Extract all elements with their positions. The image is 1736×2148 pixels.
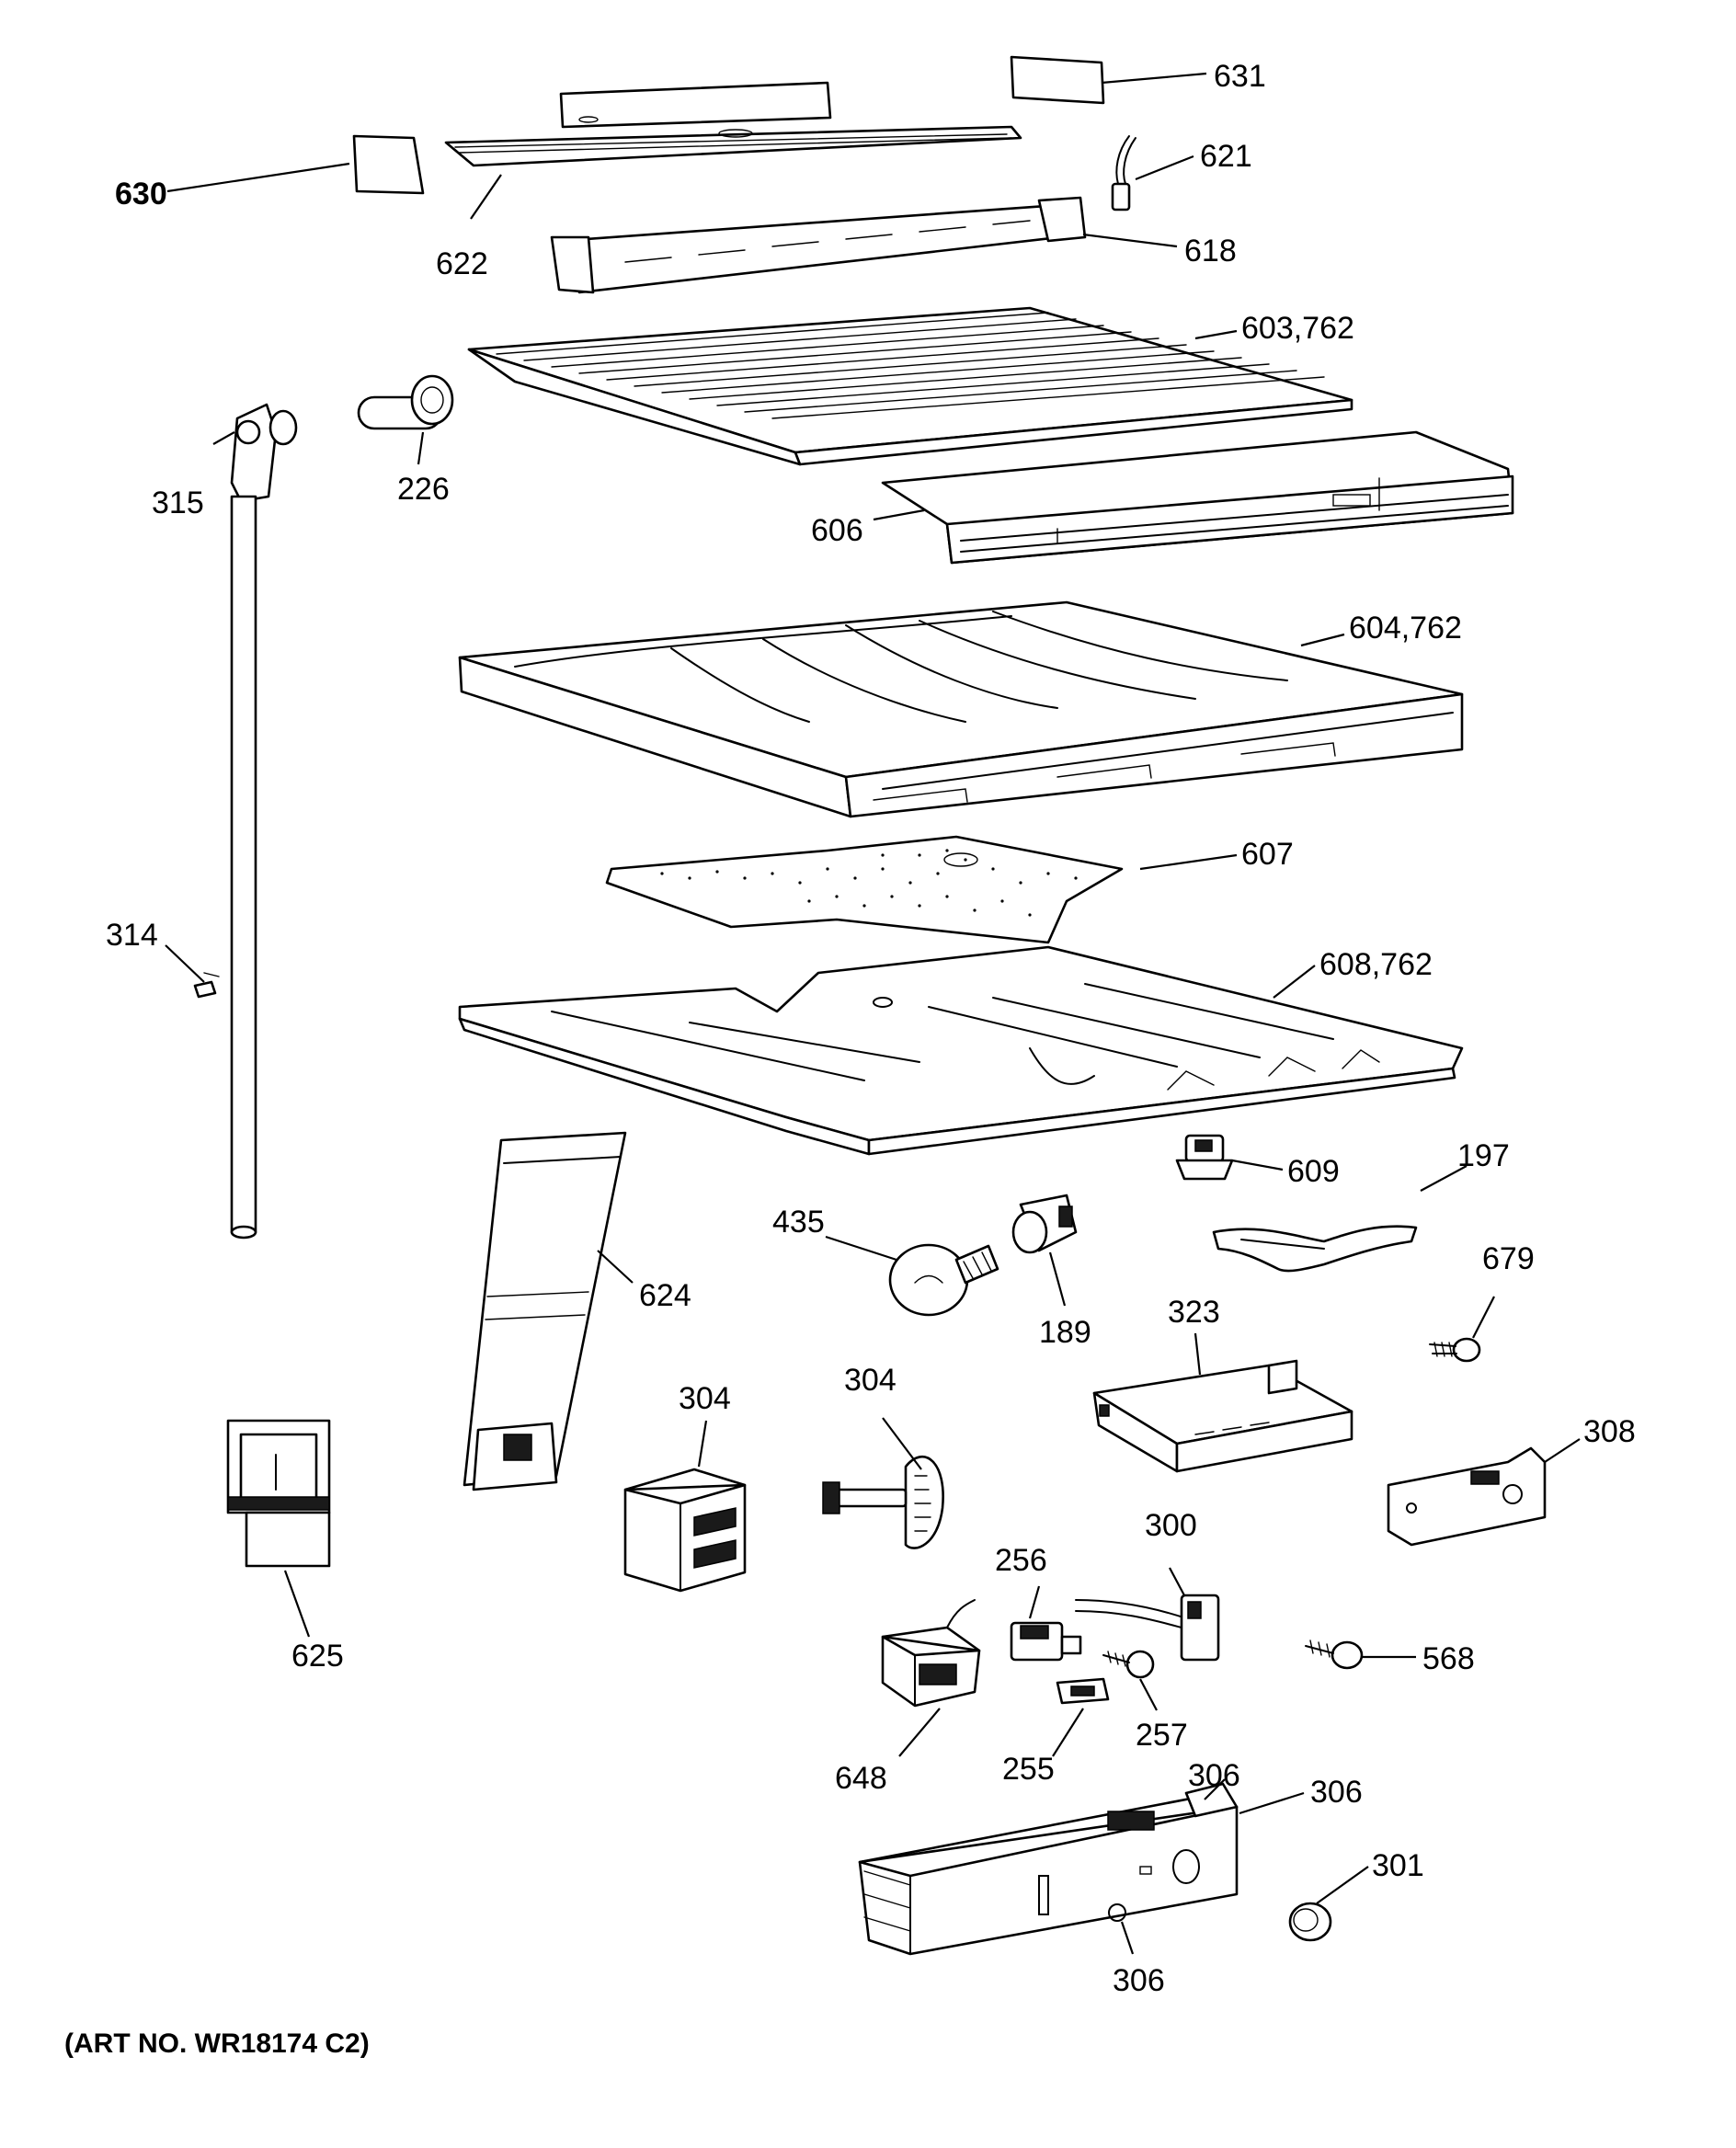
label-631: 631 bbox=[1214, 59, 1266, 94]
label-622: 622 bbox=[436, 246, 488, 281]
part-189-socket bbox=[1011, 1194, 1078, 1254]
part-618-rail bbox=[550, 196, 1087, 294]
part-323-bracket bbox=[1092, 1359, 1353, 1473]
label-607: 607 bbox=[1241, 837, 1294, 872]
label-306-bottom: 306 bbox=[1113, 1963, 1165, 1998]
part-labels: 631 621 630 622 618 603,762 315 226 606 … bbox=[64, 59, 1636, 2059]
part-435-bulb bbox=[888, 1243, 999, 1317]
label-306-top: 306 bbox=[1188, 1758, 1240, 1793]
label-648: 648 bbox=[835, 1761, 887, 1796]
part-630-bracket bbox=[352, 134, 425, 195]
label-679: 679 bbox=[1482, 1241, 1535, 1276]
label-314: 314 bbox=[106, 918, 158, 953]
part-301-knob bbox=[1288, 1902, 1332, 1942]
part-621-wire bbox=[1111, 135, 1136, 211]
part-300-relay bbox=[1075, 1594, 1220, 1662]
label-630: 630 bbox=[115, 177, 167, 211]
label-304-left: 304 bbox=[679, 1381, 731, 1416]
label-306-right: 306 bbox=[1310, 1775, 1363, 1810]
label-256: 256 bbox=[995, 1543, 1047, 1578]
part-256-switch bbox=[1010, 1621, 1082, 1662]
part-308-bracket bbox=[1387, 1446, 1547, 1547]
label-304-right: 304 bbox=[844, 1363, 897, 1398]
part-625-housing bbox=[226, 1419, 331, 1568]
label-568: 568 bbox=[1422, 1641, 1475, 1676]
part-606-drawer bbox=[881, 430, 1514, 565]
part-304-thermostat bbox=[822, 1455, 944, 1549]
label-315: 315 bbox=[152, 486, 204, 520]
label-604-762: 604,762 bbox=[1349, 611, 1462, 646]
part-648-timer bbox=[881, 1599, 981, 1708]
part-306-housing bbox=[858, 1782, 1239, 1956]
label-323: 323 bbox=[1168, 1295, 1220, 1330]
label-308: 308 bbox=[1583, 1414, 1636, 1449]
part-608-pan bbox=[458, 945, 1464, 1156]
part-226-pin bbox=[357, 374, 454, 430]
label-621: 621 bbox=[1200, 139, 1252, 174]
label-301: 301 bbox=[1372, 1848, 1424, 1883]
label-300: 300 bbox=[1145, 1508, 1197, 1543]
art-number: (ART NO. WR18174 C2) bbox=[64, 2028, 370, 2059]
part-604-shelf bbox=[458, 600, 1464, 818]
part-607-heater bbox=[605, 835, 1124, 944]
label-257: 257 bbox=[1136, 1718, 1188, 1753]
part-624-panel bbox=[463, 1131, 627, 1491]
part-255-cover bbox=[1056, 1677, 1110, 1705]
label-435: 435 bbox=[772, 1205, 825, 1240]
part-603-shelf bbox=[467, 306, 1353, 466]
label-189: 189 bbox=[1039, 1315, 1091, 1350]
label-624: 624 bbox=[639, 1278, 691, 1313]
part-314-rod bbox=[193, 495, 257, 1240]
label-603-762: 603,762 bbox=[1241, 311, 1354, 346]
part-568-screw bbox=[1305, 1640, 1364, 1670]
leader-lines bbox=[165, 72, 1581, 1955]
label-625: 625 bbox=[291, 1639, 344, 1674]
label-197: 197 bbox=[1457, 1138, 1510, 1173]
part-609-switch bbox=[1175, 1134, 1234, 1181]
part-257-screw bbox=[1102, 1650, 1155, 1679]
label-226: 226 bbox=[397, 472, 450, 507]
part-631-bracket bbox=[1010, 55, 1105, 105]
part-315-hinge bbox=[230, 403, 298, 503]
part-679-screw bbox=[1429, 1337, 1481, 1363]
label-606: 606 bbox=[811, 513, 863, 548]
part-304-block bbox=[623, 1468, 747, 1593]
part-197-harness bbox=[1212, 1225, 1418, 1273]
label-608-762: 608,762 bbox=[1319, 947, 1433, 982]
label-618: 618 bbox=[1184, 234, 1237, 268]
label-255: 255 bbox=[1002, 1752, 1055, 1787]
label-609: 609 bbox=[1287, 1154, 1340, 1189]
part-622-cover bbox=[444, 81, 1022, 167]
